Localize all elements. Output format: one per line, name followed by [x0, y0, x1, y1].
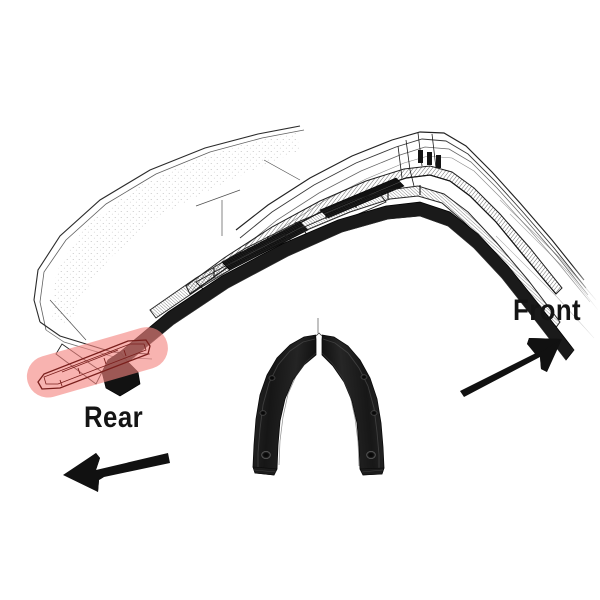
highlight-rounded-rect — [26, 327, 168, 398]
seal-right-half — [321, 334, 385, 476]
rear-roof-panel — [33, 125, 305, 360]
seal-left-holes — [259, 375, 276, 459]
weatherstrip-seal-photo — [252, 332, 385, 476]
rear-label: Rear — [84, 401, 144, 434]
rear-direction-arrow — [63, 453, 170, 492]
front-label: Front — [513, 294, 582, 327]
seal-right-holes — [360, 374, 378, 459]
front-direction-arrow — [460, 338, 562, 397]
seal-apex-split — [315, 332, 323, 353]
seal-left-half — [252, 334, 317, 476]
corner-node-detail — [397, 132, 441, 187]
